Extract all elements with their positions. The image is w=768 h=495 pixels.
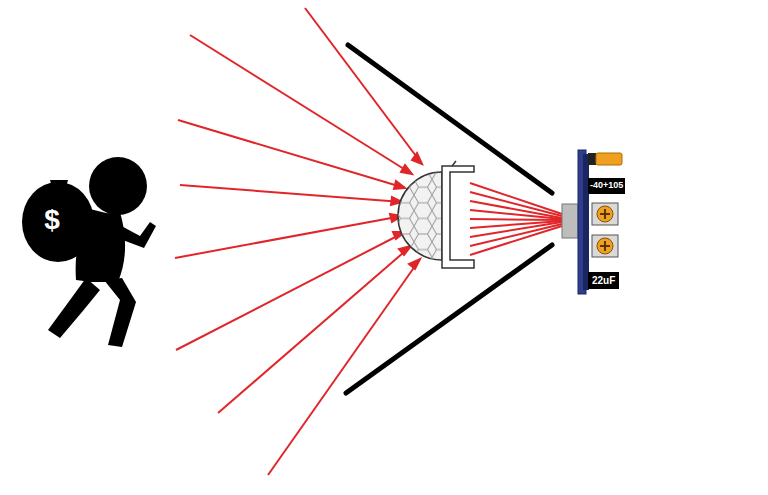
infrared-rays xyxy=(175,8,422,475)
fresnel-lens xyxy=(398,161,474,268)
thief-figure xyxy=(22,157,156,347)
focused-rays xyxy=(470,183,562,255)
sensor-board xyxy=(562,150,622,294)
component-marking: 22uF xyxy=(588,272,619,289)
currency-sign: $ xyxy=(44,205,60,236)
component-marking: -40+105 xyxy=(588,178,625,194)
